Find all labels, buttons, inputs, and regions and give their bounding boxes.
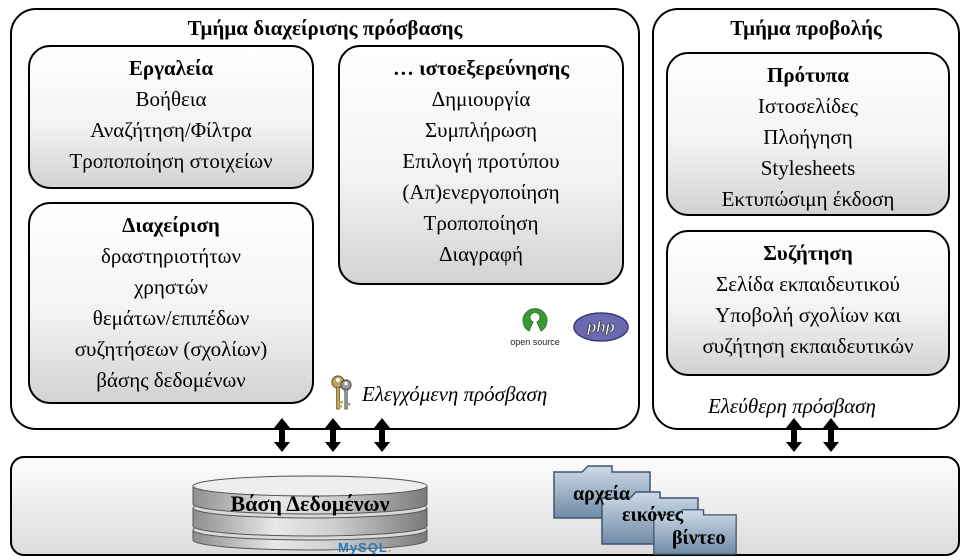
- php-logo-text: php: [586, 319, 615, 336]
- management-box: Διαχείριση δραστηριοτήτων χρηστών θεμάτω…: [28, 202, 314, 404]
- templates-title: Πρότυπα: [767, 63, 849, 87]
- management-title: Διαχείριση: [122, 213, 220, 237]
- double-arrow-icon: [374, 418, 390, 452]
- opensource-logo-text: open source: [510, 337, 560, 347]
- discussion-box: Συζήτηση Σελίδα εκπαιδευτικού Υποβολή σχ…: [666, 230, 950, 376]
- access-panel-title: Τμήμα διαχείρισης πρόσβασης: [187, 16, 463, 40]
- browsing-item: Διαγραφή: [438, 242, 524, 266]
- controlled-access-label: Ελεγχόμενη πρόσβαση: [362, 382, 548, 406]
- browsing-item: Επιλογή προτύπου: [402, 149, 560, 173]
- php-logo: php: [573, 312, 629, 342]
- view-panel-title: Τμήμα προβολής: [730, 16, 882, 40]
- free-access-label: Ελεύθερη πρόσβαση: [708, 394, 876, 418]
- tools-item: Τροποποίηση στοιχείων: [69, 149, 273, 173]
- folder-label-files: αρχεία: [573, 483, 631, 505]
- double-arrow-icon: [786, 418, 802, 452]
- double-arrow-icon: [823, 418, 839, 452]
- management-item: συζητήσεων (σχολίων): [74, 337, 268, 361]
- management-item: θεμάτων/επιπέδων: [92, 306, 250, 330]
- double-arrow-icon: [274, 418, 290, 452]
- browsing-item: (Απ)ενεργοποίηση: [402, 180, 560, 204]
- discussion-title: Συζήτηση: [763, 241, 853, 265]
- tools-title: Εργαλεία: [128, 56, 214, 80]
- discussion-item: Υποβολή σχολίων και: [715, 303, 901, 327]
- tools-item: Βοήθεια: [135, 87, 207, 111]
- mysql-logo-text: MySQL: [338, 540, 388, 555]
- folder-label-images: εικόνες: [622, 504, 684, 526]
- browsing-item: Τροποποίηση: [423, 211, 539, 235]
- management-item: χρηστών: [134, 275, 208, 299]
- browsing-box: … ιστοεξερεύνησης Δημιουργία Συμπλήρωση …: [338, 45, 624, 285]
- mysql-logo-dot: .: [387, 540, 393, 555]
- templates-item: Ιστοσελίδες: [757, 94, 859, 118]
- templates-item: Πλοήγηση: [763, 125, 853, 149]
- opensource-logo: open source: [510, 308, 560, 347]
- mysql-logo: MySQL.: [338, 540, 392, 555]
- management-item: δραστηριοτήτων: [101, 244, 241, 268]
- discussion-item: συζήτηση εκπαιδευτικών: [702, 334, 914, 358]
- discussion-item: Σελίδα εκπαιδευτικού: [716, 272, 900, 296]
- folder-label-videos: βίντεο: [672, 527, 726, 549]
- management-item: βάσης δεδομένων: [96, 368, 246, 392]
- tools-box: Εργαλεία Βοήθεια Αναζήτηση/Φίλτρα Τροποπ…: [28, 45, 314, 189]
- templates-box: Πρότυπα Ιστοσελίδες Πλοήγηση Stylesheets…: [666, 52, 950, 216]
- database-icon: [192, 475, 428, 551]
- browsing-item: Δημιουργία: [431, 87, 531, 111]
- templates-item: Εκτυπώσιμη έκδοση: [721, 187, 895, 211]
- tools-item: Αναζήτηση/Φίλτρα: [90, 118, 252, 142]
- browsing-item: Συμπλήρωση: [424, 118, 538, 142]
- double-arrow-icon: [325, 418, 341, 452]
- storage-panel: [10, 456, 960, 556]
- browsing-title: … ιστοεξερεύνησης: [392, 56, 570, 80]
- database-label: Βάση Δεδομένων: [230, 491, 390, 516]
- templates-item: Stylesheets: [760, 156, 856, 180]
- folder-icon: [653, 509, 737, 555]
- keys-icon: [331, 375, 352, 410]
